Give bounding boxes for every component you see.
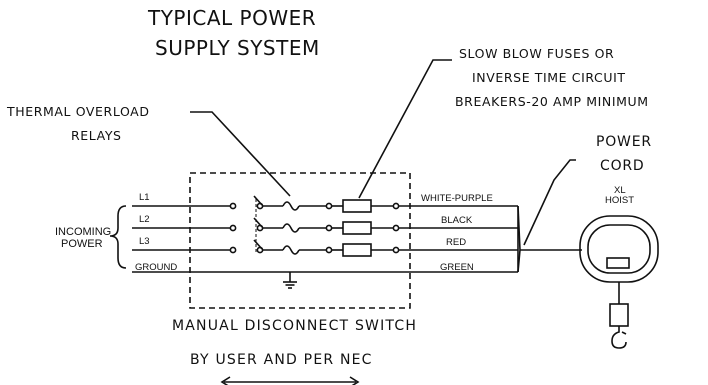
wire-color-red: RED (446, 237, 467, 248)
line-l1 (132, 199, 518, 213)
overload-label-line-1: THERMAL OVERLOAD (7, 104, 150, 119)
title-line-1: TYPICAL POWER (148, 6, 317, 30)
incoming-brace (109, 205, 127, 269)
hoist-label-line-2: HOIST (605, 195, 635, 206)
title-line-2: SUPPLY SYSTEM (155, 36, 320, 60)
switch-caption: MANUAL DISCONNECT SWITCH (172, 318, 418, 334)
incoming-label-line-2: POWER (61, 238, 103, 250)
fuse-label-line-1: SLOW BLOW FUSES OR (459, 46, 615, 61)
wire-color-green: GREEN (440, 262, 474, 273)
fuse-terminals (325, 202, 400, 254)
fuse-label-line-3: BREAKERS-20 AMP MINIMUM (455, 94, 649, 109)
line-label-l1: L1 (139, 192, 150, 203)
user-caption: BY USER AND PER NEC (190, 352, 373, 368)
double-arrow (220, 376, 360, 385)
incoming-label-line-1: INCOMING (55, 226, 112, 238)
cord-leader (523, 159, 576, 246)
line-label-ground: GROUND (135, 262, 178, 273)
cord-label-line-1: POWER (596, 134, 652, 150)
disconnect-switch-box (189, 172, 411, 309)
line-label-l3: L3 (139, 236, 150, 247)
hoist-icon (579, 215, 659, 349)
line-l2 (132, 221, 518, 235)
fuse-leader (358, 59, 452, 199)
overload-label-line-2: RELAYS (71, 128, 122, 143)
switch-contacts (229, 195, 264, 254)
fuse-label-line-2: INVERSE TIME CIRCUIT (472, 70, 626, 85)
hoist-label-line-1: XL (614, 185, 626, 196)
cord-bundle (517, 205, 582, 273)
wire-color-white-purple: WHITE-PURPLE (421, 193, 493, 204)
line-l3 (132, 243, 518, 257)
overload-leader (190, 111, 291, 197)
cord-label-line-2: CORD (600, 158, 645, 174)
line-ground (132, 271, 518, 289)
line-label-l2: L2 (139, 214, 150, 225)
wire-color-black: BLACK (441, 215, 473, 226)
